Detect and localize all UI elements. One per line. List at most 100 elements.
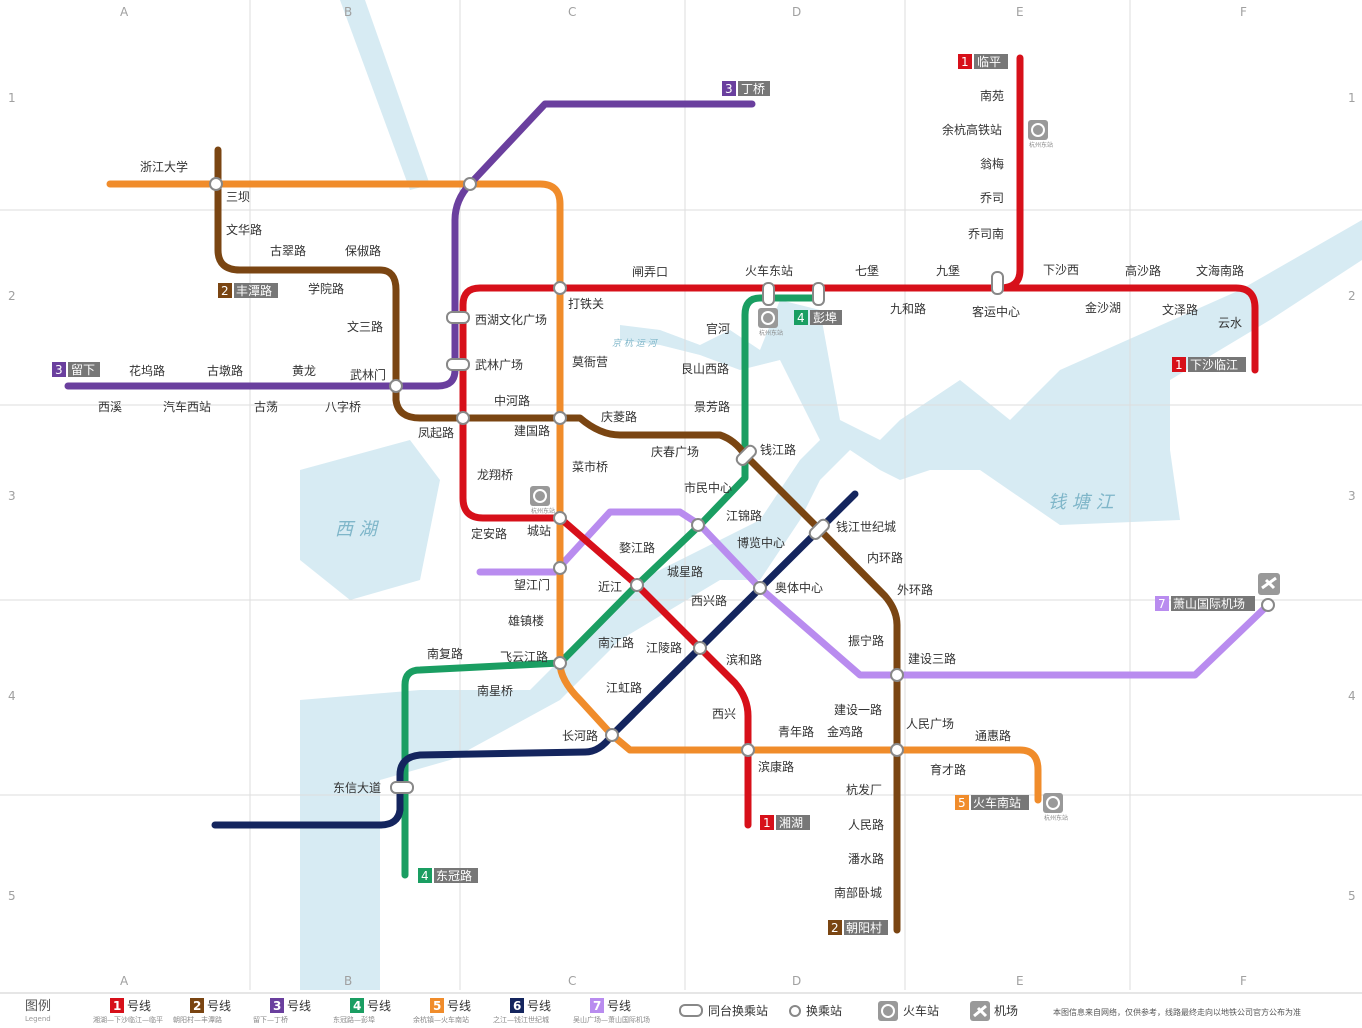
transfer-station[interactable] [741, 743, 755, 757]
station-label: 博览中心 [737, 535, 785, 550]
station-label: 花坞路 [129, 363, 165, 378]
station-label: 黄龙 [292, 364, 316, 378]
line-route: 朝阳村—丰潭路 [173, 1015, 222, 1024]
same-platform-transfer[interactable] [446, 358, 470, 371]
line-badge [218, 283, 232, 298]
same-platform-transfer[interactable] [390, 781, 414, 794]
transfer-station[interactable] [890, 743, 904, 757]
station-label: 潘水路 [848, 851, 884, 866]
transfer-station[interactable] [553, 281, 567, 295]
metro-line-5[interactable] [106, 180, 1042, 804]
same-platform-transfer[interactable] [762, 282, 775, 306]
legend-railway: 火车站 [903, 1003, 939, 1018]
station-label: 七堡 [855, 263, 879, 278]
railway-station-icon[interactable]: 杭州东站 [530, 486, 555, 515]
metro-line-1[interactable] [459, 54, 1259, 829]
same-platform-transfer[interactable] [991, 271, 1004, 295]
station-label: 长河路 [562, 728, 598, 743]
line-route: 之江—钱江世纪城 [493, 1015, 549, 1024]
transfer-station[interactable] [463, 177, 477, 191]
line-badge [955, 795, 969, 810]
grid-row-label: 4 [8, 689, 16, 703]
transfer-station[interactable] [630, 578, 644, 592]
metro-line-4[interactable] [401, 294, 822, 879]
legend-disclaimer: 本图信息来自网络，仅供参考，线路最终走向以地铁公司官方公布为准 [1053, 1007, 1301, 1017]
terminal-name-box [68, 362, 100, 377]
transfer-station[interactable] [553, 511, 567, 525]
terminal-name-box [1171, 596, 1255, 611]
same-platform-transfer[interactable] [808, 518, 831, 541]
terminal-name-box [810, 310, 842, 325]
station-label: 定安路 [471, 526, 507, 541]
transfer-station[interactable] [389, 379, 403, 393]
transfer-station[interactable] [1261, 598, 1275, 612]
qiantang-river-label: 钱 塘 江 [1048, 492, 1115, 513]
transfer-station[interactable] [691, 518, 705, 532]
railway-station-caption: 杭州东站 [531, 507, 555, 515]
station-label: 望江门 [514, 577, 550, 592]
transfer-station[interactable] [209, 177, 223, 191]
transfer-station[interactable] [553, 561, 567, 575]
grid-row-label: 2 [8, 289, 16, 303]
station-label: 金鸡路 [827, 724, 863, 739]
same-platform-transfer[interactable] [735, 444, 758, 467]
station-label: 庆春广场 [651, 445, 699, 459]
transfer-station[interactable] [693, 641, 707, 655]
line-name: 号线 [207, 999, 231, 1013]
railway-station-icon[interactable]: 杭州东站 [1028, 120, 1053, 149]
station-label: 乔司 [980, 191, 1004, 205]
grid-row-label: 5 [8, 889, 16, 903]
terminal-name: 朝阳村 [846, 921, 882, 935]
transfer-station[interactable] [553, 411, 567, 425]
station-label: 内环路 [867, 550, 903, 565]
station-label: 翁梅 [980, 156, 1004, 171]
station-label: 南复路 [427, 646, 463, 661]
railway-station-icon[interactable]: 杭州东站 [1043, 793, 1068, 822]
line-name: 号线 [127, 999, 151, 1013]
airport-icon[interactable] [1258, 573, 1280, 595]
railway-station-caption: 杭州东站 [1029, 141, 1053, 149]
metro-line-6[interactable] [211, 490, 859, 829]
transfer-stations [209, 177, 1275, 794]
line-num: 5 [958, 796, 966, 810]
station-label: 中河路 [494, 393, 530, 408]
transfer-station[interactable] [553, 656, 567, 670]
line-num: 3 [725, 82, 733, 96]
same-platform-transfer[interactable] [812, 282, 825, 306]
line-badge [828, 920, 842, 935]
same-platform-transfer[interactable] [446, 311, 470, 324]
transfer-station[interactable] [605, 728, 619, 742]
transfer-station[interactable] [890, 668, 904, 682]
transfer-symbol [789, 1005, 801, 1017]
legend-title: 图例 [25, 999, 51, 1014]
station-label: 东信大道 [333, 781, 381, 795]
transfer-station[interactable] [753, 581, 767, 595]
grid-row-label: 3 [1348, 489, 1356, 503]
metro-line-2[interactable] [214, 146, 901, 934]
railway-station-icon[interactable]: 杭州东站 [758, 308, 783, 337]
grid-col-label: A [120, 974, 129, 988]
transfer-station[interactable] [456, 411, 470, 425]
line-route: 余杭镇—火车南站 [413, 1015, 469, 1024]
station-label: 闸弄口 [632, 265, 668, 279]
line-badge [190, 998, 204, 1013]
